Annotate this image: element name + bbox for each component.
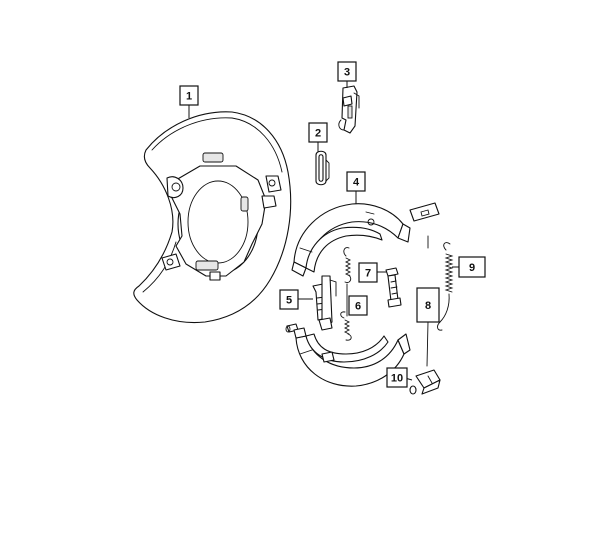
return-spring-lower [340,283,352,341]
hold-down-pin [385,267,402,308]
callout-5: 5 [279,289,299,310]
return-spring-upper [343,247,352,283]
callout-1-label: 1 [186,91,192,103]
adjuster-plug [409,202,440,222]
callout-10-label: 10 [391,373,403,385]
callout-4: 4 [346,171,366,192]
callout-8-label: 8 [425,300,431,312]
callout-2: 2 [308,122,328,143]
clip-ring [315,150,330,186]
upper-brake-shoe [291,203,411,277]
callout-8: 8 [416,287,440,323]
callout-9-label: 9 [469,262,475,274]
brake-strut [426,235,429,367]
adjuster-screw [312,275,337,331]
callout-9: 9 [458,256,486,278]
adjuster-bracket [338,85,360,134]
callout-4-label: 4 [353,177,360,189]
parking-lever [409,369,441,395]
callout-6: 6 [348,295,368,316]
callout-7: 7 [358,262,378,283]
lower-brake-shoe [293,327,411,387]
callout-6-label: 6 [355,301,361,313]
callout-5-label: 5 [286,295,292,307]
callout-2-label: 2 [315,128,321,140]
backing-plate [133,111,292,324]
long-spring [437,242,454,331]
callout-10: 10 [386,367,408,388]
callout-7-label: 7 [365,268,371,280]
callout-3: 3 [337,61,357,82]
callout-1: 1 [179,85,199,106]
callout-3-label: 3 [344,67,350,79]
